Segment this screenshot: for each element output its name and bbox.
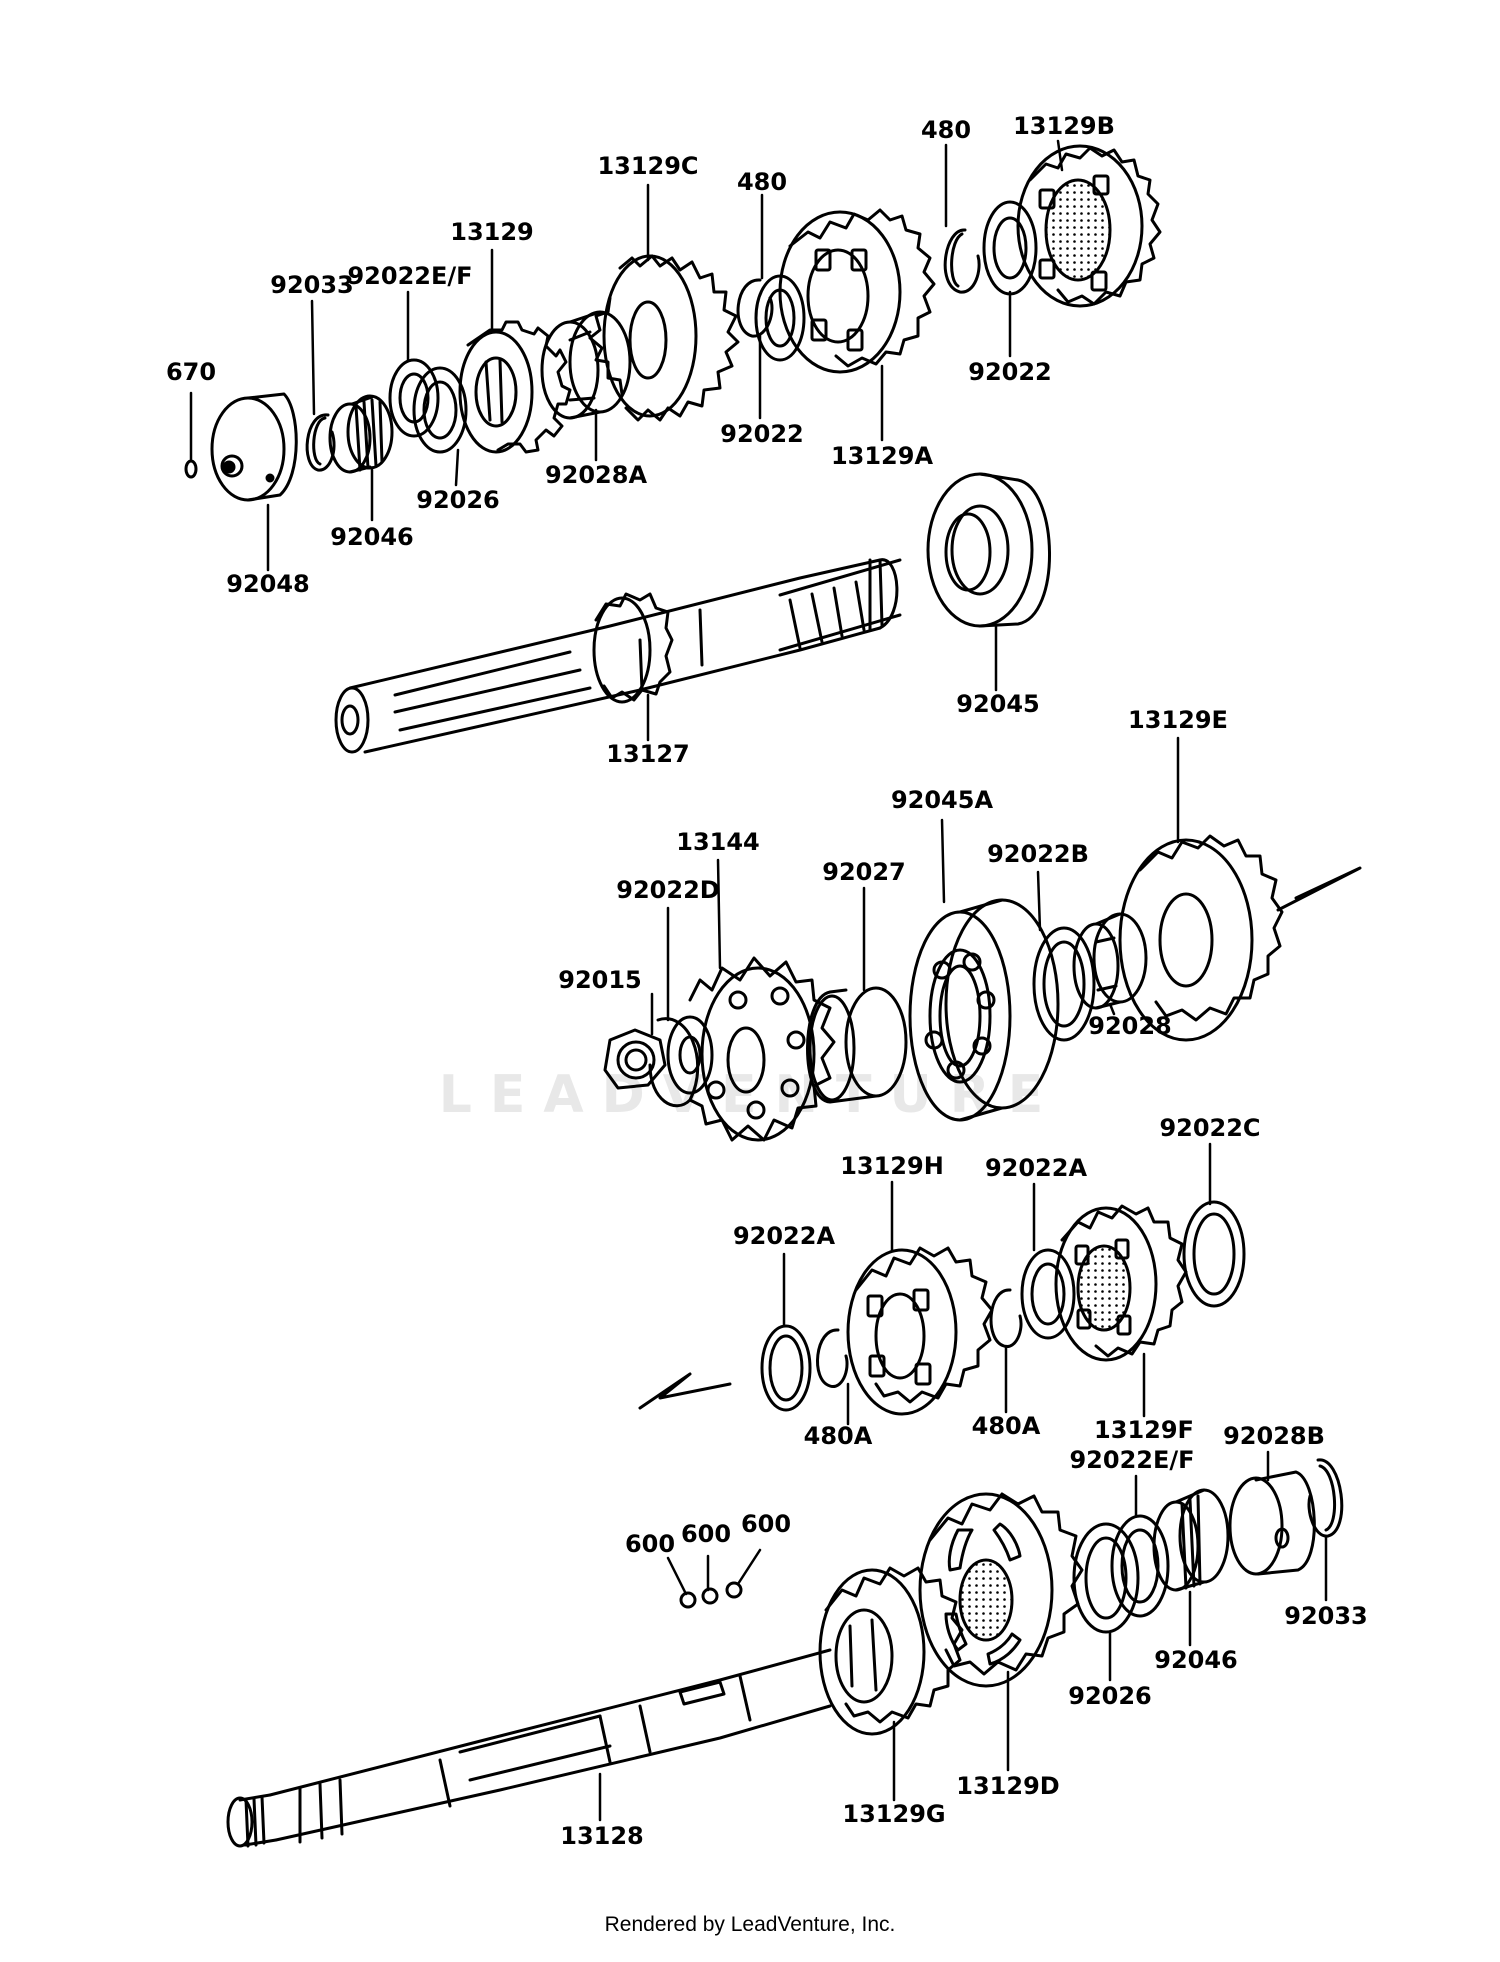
footer-credit: Rendered by LeadVenture, Inc. (604, 1913, 896, 1936)
label-13129F: 13129F (1094, 1416, 1194, 1444)
label-13129D: 13129D (956, 1772, 1059, 1800)
label-13129: 13129 (450, 218, 534, 246)
label-600-c: 600 (741, 1510, 791, 1538)
part-92022-washer-top (982, 200, 1038, 296)
label-92022-a: 92022 (720, 420, 804, 448)
label-600-a: 600 (625, 1530, 675, 1558)
label-13129A: 13129A (831, 442, 933, 470)
part-92028A-sleeve (540, 310, 632, 420)
label-670: 670 (166, 358, 216, 386)
label-480-a: 480 (737, 168, 787, 196)
label-13129G: 13129G (842, 1800, 945, 1828)
part-600-balls (679, 1581, 743, 1609)
label-92022-b: 92022 (968, 358, 1052, 386)
leader-lines (189, 139, 1328, 1822)
part-670-pin (184, 459, 198, 479)
part-13144-sprocket (688, 956, 836, 1142)
label-92033: 92033 (270, 271, 354, 299)
part-92045A-bearing (908, 898, 1060, 1122)
part-92022C-washer (1182, 1200, 1246, 1308)
label-92028B: 92028B (1223, 1422, 1325, 1450)
label-13129B: 13129B (1013, 112, 1115, 140)
part-13129C-gear (588, 254, 740, 422)
part-92028-sleeve (1072, 912, 1148, 1010)
part-13129D-gear (918, 1492, 1084, 1688)
label-92027: 92027 (822, 858, 906, 886)
part-92028B-sleeve (1228, 1470, 1316, 1576)
label-92022EF-lower: 92022E/F (1069, 1446, 1194, 1474)
label-13128: 13128 (560, 1822, 644, 1850)
part-92027-collar (806, 986, 908, 1104)
part-480-circlip-upper (736, 278, 774, 338)
part-92022A-washer-left (760, 1324, 812, 1412)
label-92028: 92028 (1088, 1012, 1172, 1040)
label-13129E: 13129E (1128, 706, 1228, 734)
part-480-circlip-top (943, 228, 981, 294)
part-92022EF-washer-lower (1110, 1514, 1170, 1618)
label-92022A-a: 92022A (733, 1222, 835, 1250)
part-480A-circlip-left (816, 1328, 849, 1388)
label-13129C: 13129C (597, 152, 698, 180)
part-13127-input-shaft (334, 558, 902, 754)
label-480A-a: 480A (804, 1422, 873, 1450)
label-92028A: 92028A (545, 461, 647, 489)
part-13129A-gear (778, 208, 936, 374)
label-92026-lower: 92026 (1068, 1682, 1152, 1710)
part-13129E-gear (1118, 834, 1284, 1042)
part-92022B-washer (1032, 926, 1096, 1042)
label-92022D: 92022D (616, 876, 719, 904)
label-13144: 13144 (676, 828, 760, 856)
direction-arrow-lower (638, 1372, 732, 1410)
part-13129G-gear (818, 1566, 964, 1736)
label-92022EF: 92022E/F (347, 262, 472, 290)
part-92015-nut (603, 1028, 667, 1090)
part-480A-circlip-right (989, 1288, 1023, 1348)
label-92045A: 92045A (891, 786, 993, 814)
label-92022B: 92022B (987, 840, 1089, 868)
label-92022A-b: 92022A (985, 1154, 1087, 1182)
part-92046-needle-bearing-lower (1152, 1488, 1230, 1592)
part-92022EF-washer (388, 358, 440, 438)
label-13129H: 13129H (840, 1152, 944, 1180)
label-92022C: 92022C (1159, 1114, 1260, 1142)
part-13129B-gear (1016, 144, 1162, 308)
part-92026-washer (412, 366, 468, 454)
label-13127: 13127 (606, 740, 690, 768)
part-92022A-washer-right (1020, 1248, 1076, 1340)
label-480-b: 480 (921, 116, 971, 144)
direction-arrow-upper (1276, 866, 1362, 912)
label-92015: 92015 (558, 966, 642, 994)
part-92048-collar (210, 392, 298, 502)
part-13128-output-shaft (226, 1648, 832, 1848)
label-92046: 92046 (330, 523, 414, 551)
label-600-b: 600 (681, 1520, 731, 1548)
part-92033-circlip (305, 413, 336, 472)
label-92045: 92045 (956, 690, 1040, 718)
part-13129F-gear (1054, 1204, 1188, 1362)
part-labels: 670 92033 92022E/F 13129 13129C 480 480 … (166, 112, 1368, 1850)
part-13129-gear (458, 320, 572, 454)
label-92026: 92026 (416, 486, 500, 514)
label-92046-lower: 92046 (1154, 1646, 1238, 1674)
part-13129H-gear (846, 1246, 994, 1416)
part-92046-needle-bearing (328, 394, 394, 474)
label-92033-lower: 92033 (1284, 1602, 1368, 1630)
label-92048: 92048 (226, 570, 310, 598)
label-480A-b: 480A (972, 1412, 1041, 1440)
part-92045-bearing (926, 472, 1051, 628)
part-92033-circlip-lower (1307, 1458, 1344, 1538)
part-92026-washer-lower (1072, 1522, 1140, 1634)
